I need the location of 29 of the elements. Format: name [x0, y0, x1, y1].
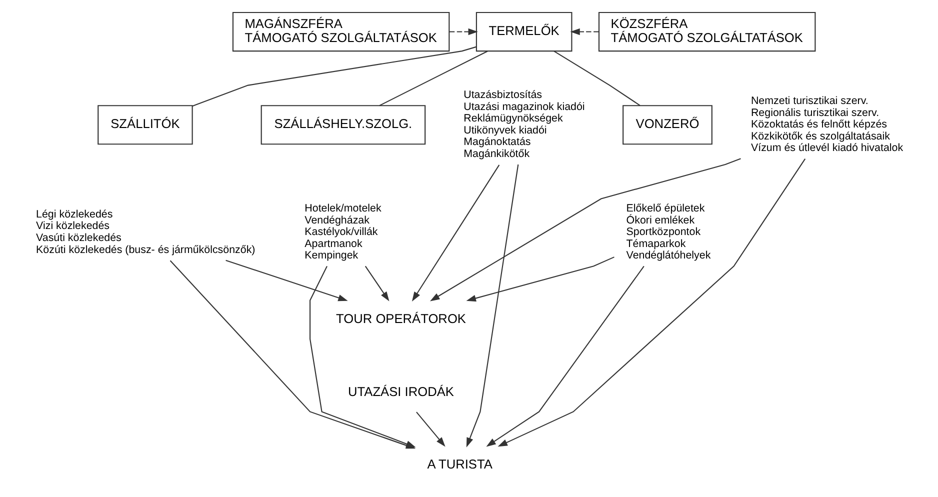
node-box: TERMELŐK [475, 12, 572, 52]
arrow [448, 28, 478, 36]
arrow [225, 260, 348, 302]
arrow [416, 412, 445, 447]
arrow [430, 158, 740, 302]
node-text: Utazásbiztosítás Utazási magazinok kiadói Reklámügynökségek Utikönyvek kiadói Magánoktatás Magánkikötők [463, 89, 584, 160]
arrow [570, 28, 598, 36]
connector [378, 50, 488, 106]
node-text: Előkelő épületek Ókori emlékek Sportközpontok Témaparkok Vendéglátóhelyek [626, 202, 710, 262]
arrow [364, 266, 389, 302]
node-box: SZÁLLITÓK [97, 105, 192, 145]
arrow [466, 164, 518, 448]
arrow [411, 164, 500, 302]
arrow [486, 266, 644, 447]
arrow [497, 158, 806, 447]
node-box: SZÁLLÁSHELY.SZOLG. [260, 105, 426, 145]
node-box: KÖZSZFÉRA TÁMOGATÓ SZOLGÁLTATÁSOK [598, 12, 816, 52]
node-text: Hotelek/motelek Vendégházak Kastélyok/villák Apartmanok Kempingek [304, 202, 381, 262]
node-box: MAGÁNSZFÉRA TÁMOGATÓ SZOLGÁLTATÁSOK [232, 12, 450, 52]
node-text: UTAZÁSI IRODÁK [348, 384, 454, 399]
connector [553, 50, 640, 106]
connector [192, 46, 476, 107]
node-text: Nemzeti turisztikai szerv. Regionális turisztikai szerv. Közoktatás és felnőtt képzés Közkikötők és szolgáltatásaik Vízum és útlevél kiadó hivatalok [750, 95, 903, 154]
node-text: Légi közlekedés Vizi közlekedés Vasúti közlekedés Közúti közlekedés (busz- és járműkölcsönzők) [36, 208, 255, 256]
node-box: VONZERŐ [622, 105, 712, 145]
arrow [466, 256, 614, 302]
node-text: A TURISTA [426, 456, 492, 472]
arrow [309, 266, 416, 448]
node-text: TOUR OPERÁTOROK [336, 310, 466, 326]
